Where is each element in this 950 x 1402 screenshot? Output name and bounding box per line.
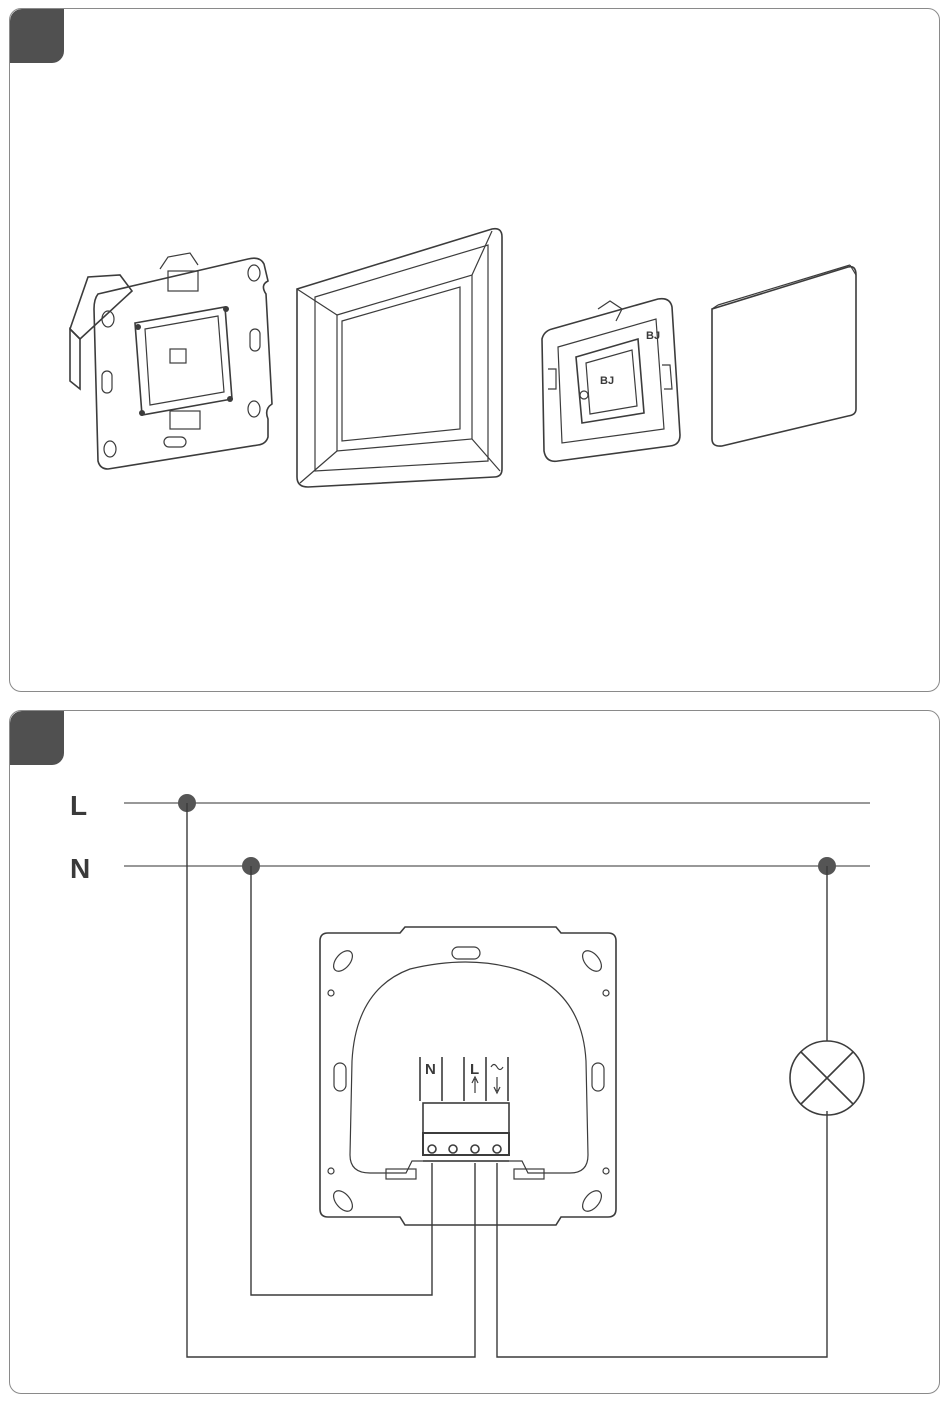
lamp-icon	[790, 1041, 864, 1115]
device-plate	[320, 927, 616, 1225]
terminal-label-l: L	[470, 1061, 479, 1078]
switch-insert: BJ BJ	[542, 299, 680, 462]
arrow-down-icon	[494, 1077, 500, 1093]
frame	[297, 229, 502, 487]
line-label-l: L	[70, 790, 87, 821]
wire-switched	[497, 1111, 827, 1357]
arrow-up-icon	[472, 1077, 478, 1093]
wire-neutral	[251, 866, 432, 1295]
line-label-n: N	[70, 853, 90, 884]
terminal-label-n: N	[425, 1061, 436, 1078]
step-2-panel: L N	[9, 710, 940, 1394]
wiring-diagram: L N	[10, 711, 940, 1394]
step-1-panel: BJ BJ	[9, 8, 940, 692]
switched-output-icon	[491, 1065, 503, 1070]
brand-mark-center: BJ	[600, 375, 614, 387]
insert-mechanism	[70, 253, 272, 469]
brand-mark-corner: BJ	[646, 330, 660, 342]
components-illustration: BJ BJ	[10, 9, 940, 692]
terminal-block: N L	[420, 1057, 509, 1161]
rocker-cover	[712, 265, 856, 446]
